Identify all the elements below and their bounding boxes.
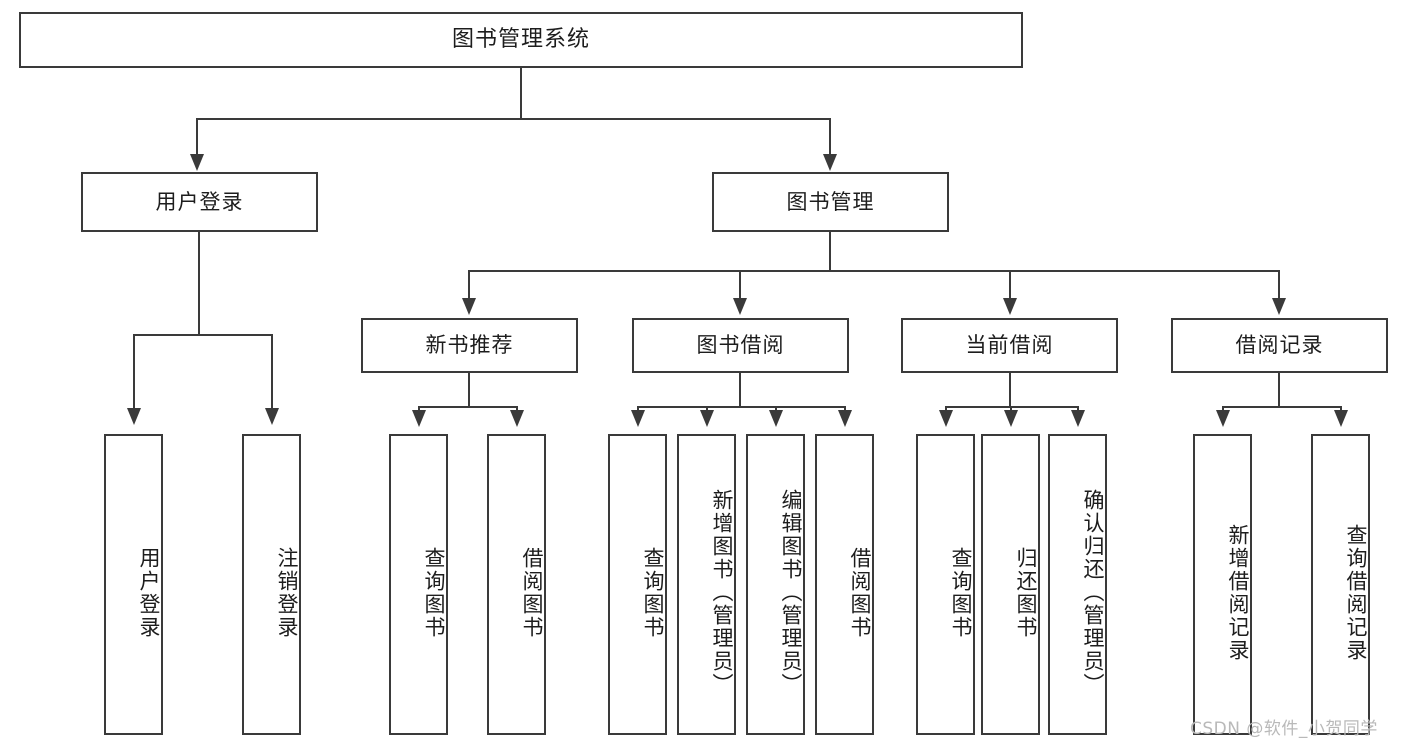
arrow-to-leaf-query-book-1 xyxy=(412,410,426,427)
connector-current-drop-1 xyxy=(945,406,947,412)
connector-user-login-drop-2 xyxy=(271,334,273,410)
arrow-to-leaf-borrow-book-2 xyxy=(838,410,852,427)
leaf-query-borrow-record[interactable]: 查询借阅记录 xyxy=(1311,434,1370,735)
connector-borrow-drop-4 xyxy=(844,406,846,412)
connector-borrow-drop-3 xyxy=(775,406,777,412)
node-label: 用户登录 xyxy=(155,189,244,214)
arrow-to-borrow-record xyxy=(1272,298,1286,315)
node-borrow-record[interactable]: 借阅记录 xyxy=(1171,318,1388,373)
leaf-edit-book-admin[interactable]: 编辑图书（管理员） xyxy=(746,434,805,735)
connector-current-drop-3 xyxy=(1077,406,1079,412)
arrow-to-new-book-recommend xyxy=(462,298,476,315)
connector-level1-bar xyxy=(197,118,831,120)
connector-recommend-stem xyxy=(468,373,470,406)
connector-recommend-bar xyxy=(419,406,517,408)
arrow-to-leaf-query-book-3 xyxy=(939,410,953,427)
node-label: 图书管理 xyxy=(786,189,875,214)
node-label: 新增借阅记录 xyxy=(1226,523,1250,662)
connector-borrow-bar xyxy=(638,406,845,408)
arrow-to-book-borrow xyxy=(733,298,747,315)
node-label: 新书推荐 xyxy=(425,333,514,358)
arrow-to-leaf-confirm-return xyxy=(1071,410,1085,427)
arrow-to-leaf-user-login xyxy=(127,408,141,425)
connector-level2-drop-4 xyxy=(1278,270,1280,300)
connector-record-drop-1 xyxy=(1222,406,1224,412)
node-label: 用户登录 xyxy=(137,546,161,639)
arrow-to-leaf-borrow-book-1 xyxy=(510,410,524,427)
leaf-confirm-return-admin[interactable]: 确认归还（管理员） xyxy=(1048,434,1107,735)
node-label: 查询图书 xyxy=(422,546,446,639)
leaf-query-book-recommend[interactable]: 查询图书 xyxy=(389,434,448,735)
connector-level1-drop-right xyxy=(829,118,831,156)
connector-borrow-drop-1 xyxy=(637,406,639,412)
node-label: 查询借阅记录 xyxy=(1344,523,1368,662)
leaf-user-login[interactable]: 用户登录 xyxy=(104,434,163,735)
connector-level2-bar xyxy=(469,270,1279,272)
node-label: 当前借阅 xyxy=(965,333,1054,358)
arrow-to-leaf-query-record xyxy=(1334,410,1348,427)
connector-user-login-bar xyxy=(134,334,272,336)
leaf-logout[interactable]: 注销登录 xyxy=(242,434,301,735)
leaf-query-book-current[interactable]: 查询图书 xyxy=(916,434,975,735)
connector-level1-drop-left xyxy=(196,118,198,156)
leaf-add-book-admin[interactable]: 新增图书（管理员） xyxy=(677,434,736,735)
connector-borrow-stem xyxy=(739,373,741,406)
node-label: 确认归还（管理员） xyxy=(1081,489,1105,696)
arrow-to-leaf-return-book xyxy=(1004,410,1018,427)
arrow-to-leaf-logout xyxy=(265,408,279,425)
node-label: 借阅记录 xyxy=(1235,333,1324,358)
arrow-to-leaf-add-book xyxy=(700,410,714,427)
arrow-to-book-manage xyxy=(823,154,837,171)
node-root-system[interactable]: 图书管理系统 xyxy=(19,12,1023,68)
connector-user-login-stem xyxy=(198,232,200,334)
connector-user-login-drop-1 xyxy=(133,334,135,410)
node-label: 编辑图书（管理员） xyxy=(779,489,803,696)
leaf-return-book[interactable]: 归还图书 xyxy=(981,434,1040,735)
arrow-to-user-login xyxy=(190,154,204,171)
arrow-to-leaf-edit-book xyxy=(769,410,783,427)
node-label: 新增图书（管理员） xyxy=(710,489,734,696)
connector-book-manage-stem xyxy=(829,232,831,270)
node-new-book-recommend[interactable]: 新书推荐 xyxy=(361,318,578,373)
node-label: 图书借阅 xyxy=(696,333,785,358)
node-user-login[interactable]: 用户登录 xyxy=(81,172,318,232)
connector-root-stem xyxy=(520,68,522,118)
connector-current-drop-2 xyxy=(1010,406,1012,412)
connector-recommend-drop-1 xyxy=(418,406,420,412)
connector-level2-drop-3 xyxy=(1009,270,1011,300)
leaf-borrow-book[interactable]: 借阅图书 xyxy=(815,434,874,735)
connector-record-bar xyxy=(1223,406,1341,408)
connector-recommend-drop-2 xyxy=(516,406,518,412)
leaf-query-book-borrow[interactable]: 查询图书 xyxy=(608,434,667,735)
connector-level2-drop-2 xyxy=(739,270,741,300)
connector-borrow-drop-2 xyxy=(706,406,708,412)
node-label: 查询图书 xyxy=(641,546,665,639)
watermark-text: CSDN @软件_小贺同学 xyxy=(1190,719,1378,739)
node-label: 借阅图书 xyxy=(520,546,544,639)
node-current-borrow[interactable]: 当前借阅 xyxy=(901,318,1118,373)
connector-current-bar xyxy=(946,406,1078,408)
leaf-borrow-book-recommend[interactable]: 借阅图书 xyxy=(487,434,546,735)
connector-level2-drop-1 xyxy=(468,270,470,300)
node-label: 归还图书 xyxy=(1014,546,1038,639)
arrow-to-leaf-add-record xyxy=(1216,410,1230,427)
node-label: 借阅图书 xyxy=(848,546,872,639)
arrow-to-leaf-query-book-2 xyxy=(631,410,645,427)
arrow-to-current-borrow xyxy=(1003,298,1017,315)
connector-record-stem xyxy=(1278,373,1280,406)
node-label: 查询图书 xyxy=(949,546,973,639)
node-book-manage[interactable]: 图书管理 xyxy=(712,172,949,232)
connector-current-stem xyxy=(1009,373,1011,406)
leaf-add-borrow-record[interactable]: 新增借阅记录 xyxy=(1193,434,1252,735)
node-label: 注销登录 xyxy=(275,546,299,639)
node-label: 图书管理系统 xyxy=(451,27,590,53)
connector-record-drop-2 xyxy=(1340,406,1342,412)
node-book-borrow[interactable]: 图书借阅 xyxy=(632,318,849,373)
